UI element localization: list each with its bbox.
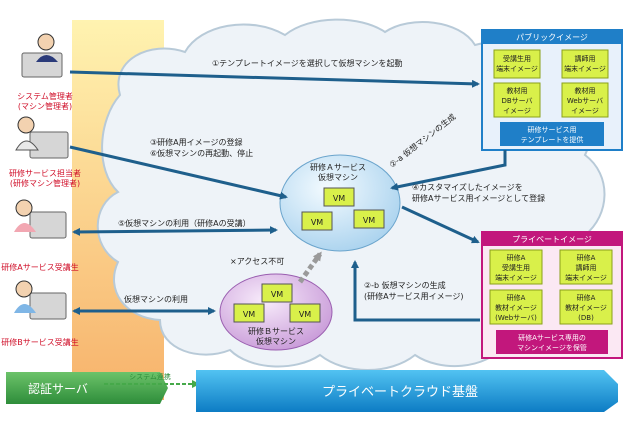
auth-server-label: 認証サーバ bbox=[28, 381, 88, 396]
private-cloud-bar: プライベートクラウド基盤 bbox=[196, 370, 618, 412]
private-panel-title: プライベートイメージ bbox=[512, 235, 592, 244]
arrow-step-2b bbox=[351, 260, 480, 322]
svg-text:Webサーバ: Webサーバ bbox=[567, 97, 603, 105]
actor-system-admin: システム管理者 (マシン管理者) bbox=[17, 33, 73, 111]
arrow-step-1 bbox=[69, 70, 480, 88]
person-icon bbox=[37, 33, 55, 51]
actor-student-b: 研修Bサービス受講生 bbox=[1, 280, 79, 347]
svg-text:受講生用: 受講生用 bbox=[503, 54, 531, 63]
public-panel-footer: 研修サービス用 bbox=[528, 125, 577, 134]
vm-box bbox=[289, 303, 321, 323]
actor-label: 研修Bサービス受講生 bbox=[1, 337, 79, 347]
svg-text:受講生用: 受講生用 bbox=[502, 263, 530, 272]
private-panel-footer: 研修Aサービス専用の bbox=[518, 333, 586, 342]
label-step-4: ④カスタマイズしたイメージを bbox=[412, 182, 523, 192]
svg-text:教材イメージ: 教材イメージ bbox=[565, 303, 607, 312]
svg-text:端末イメージ: 端末イメージ bbox=[496, 64, 538, 73]
svg-text:研修A: 研修A bbox=[577, 253, 596, 262]
actor-label: 研修サービス担当者 bbox=[9, 168, 81, 178]
public-panel-title: パブリックイメージ bbox=[516, 32, 588, 42]
label-step-3: ③研修A用イメージの登録 bbox=[150, 137, 242, 147]
vm-box bbox=[233, 303, 265, 323]
vm-label: VM bbox=[243, 310, 255, 319]
svg-text:DBサーバ: DBサーバ bbox=[501, 97, 532, 105]
svg-text:教材用: 教材用 bbox=[507, 86, 528, 95]
svg-text:端末イメージ: 端末イメージ bbox=[565, 273, 607, 282]
svg-text:研修A: 研修A bbox=[507, 293, 526, 302]
arrow-step-2a bbox=[390, 150, 507, 191]
person-icon bbox=[15, 280, 33, 298]
auth-server-bar: 認証サーバ bbox=[6, 372, 168, 404]
svg-text:端末イメージ: 端末イメージ bbox=[495, 273, 537, 282]
service-b-subtitle: 仮想マシン bbox=[256, 336, 296, 346]
service-a-vm-group: 研修Ａサービス 仮想マシン VM VM VM bbox=[279, 154, 401, 252]
public-image-item: 受講生用 端末イメージ bbox=[493, 49, 541, 79]
label-step-6: ⑥仮想マシンの再起動、停止 bbox=[150, 148, 253, 158]
private-image-item: 研修A 教材イメージ (Webサーバ) bbox=[489, 289, 543, 325]
actor-training-staff: 研修サービス担当者 (研修マシン管理者) bbox=[9, 116, 81, 188]
svg-text:教材イメージ: 教材イメージ bbox=[495, 303, 537, 312]
private-image-item: 研修A 教材イメージ (DB) bbox=[559, 289, 613, 325]
private-cloud-label: プライベートクラウド基盤 bbox=[322, 385, 478, 400]
public-image-item: 教材用 DBサーバ イメージ bbox=[493, 82, 541, 118]
label-step-4: 研修Aサービス用イメージとして登録 bbox=[412, 193, 545, 203]
public-panel-footer: テンプレートを提供 bbox=[521, 135, 584, 144]
vm-label: VM bbox=[363, 216, 375, 225]
private-image-item: 研修A 講師用 端末イメージ bbox=[559, 249, 613, 285]
actor-student-a: 研修Aサービス受講生 bbox=[1, 199, 79, 272]
vm-label: VM bbox=[271, 290, 283, 299]
person-icon bbox=[17, 116, 35, 134]
vm-box bbox=[323, 187, 355, 207]
system-link-label: システム連携 bbox=[129, 372, 171, 381]
vm-label: VM bbox=[311, 218, 323, 227]
actor-label: システム管理者 bbox=[17, 91, 73, 101]
service-a-title: 研修Ａサービス bbox=[310, 162, 366, 172]
svg-text:教材用: 教材用 bbox=[575, 86, 596, 95]
arrow-step-5 bbox=[72, 226, 278, 236]
actor-sublabel: (マシン管理者) bbox=[18, 101, 72, 111]
label-step-2b: (研修Aサービス用イメージ) bbox=[364, 291, 464, 301]
service-b-vm-group: VM VM VM 研修Ｂサービス 仮想マシン bbox=[219, 273, 333, 351]
arrow-access-denied bbox=[297, 251, 323, 284]
actor-label: 研修Aサービス受講生 bbox=[1, 262, 78, 272]
computer-icon bbox=[29, 131, 69, 159]
public-image-item: 教材用 Webサーバ イメージ bbox=[561, 82, 609, 118]
svg-text:(DB): (DB) bbox=[578, 314, 594, 322]
person-icon bbox=[15, 199, 33, 217]
svg-text:(Webサーバ): (Webサーバ) bbox=[495, 314, 537, 322]
private-image-panel: プライベートイメージ 研修A 受講生用 端末イメージ 研修A 講師用 端末イメー… bbox=[481, 231, 623, 359]
label-vm-use: 仮想マシンの利用 bbox=[124, 294, 188, 304]
vm-label: VM bbox=[299, 310, 311, 319]
flow-arrows bbox=[69, 70, 507, 322]
svg-text:講師用: 講師用 bbox=[575, 54, 596, 63]
vm-label: VM bbox=[333, 194, 345, 203]
vm-box bbox=[353, 209, 385, 229]
label-access-denied: ×アクセス不可 bbox=[230, 257, 284, 266]
svg-text:講師用: 講師用 bbox=[576, 263, 597, 272]
label-step-2b: ②-b 仮想マシンの生成 bbox=[364, 280, 446, 290]
svg-text:イメージ: イメージ bbox=[571, 107, 599, 115]
computer-icon bbox=[29, 292, 67, 320]
service-a-subtitle: 仮想マシン bbox=[318, 172, 358, 182]
svg-text:イメージ: イメージ bbox=[503, 107, 531, 115]
svg-text:端末イメージ: 端末イメージ bbox=[564, 64, 606, 73]
vm-box bbox=[301, 211, 333, 231]
private-panel-footer: マシンイメージを保管 bbox=[517, 343, 587, 352]
actor-sublabel: (研修マシン管理者) bbox=[10, 178, 80, 188]
arrow-step-3 bbox=[69, 145, 288, 200]
vm-box bbox=[261, 283, 293, 303]
private-image-item: 研修A 受講生用 端末イメージ bbox=[489, 249, 543, 285]
service-b-title: 研修Ｂサービス bbox=[248, 326, 304, 336]
svg-text:研修A: 研修A bbox=[507, 253, 526, 262]
arrow-step-4 bbox=[401, 205, 480, 244]
label-step-5: ⑤仮想マシンの利用（研修Aの受講） bbox=[118, 218, 251, 228]
public-image-panel: パブリックイメージ 受講生用 端末イメージ 講師用 端末イメージ 教材用 DBサ… bbox=[481, 29, 623, 151]
computer-icon bbox=[29, 211, 67, 239]
public-image-item: 講師用 端末イメージ bbox=[561, 49, 609, 79]
label-step-1: ①テンプレートイメージを選択して仮想マシンを起動 bbox=[212, 58, 403, 68]
svg-text:研修A: 研修A bbox=[577, 293, 596, 302]
